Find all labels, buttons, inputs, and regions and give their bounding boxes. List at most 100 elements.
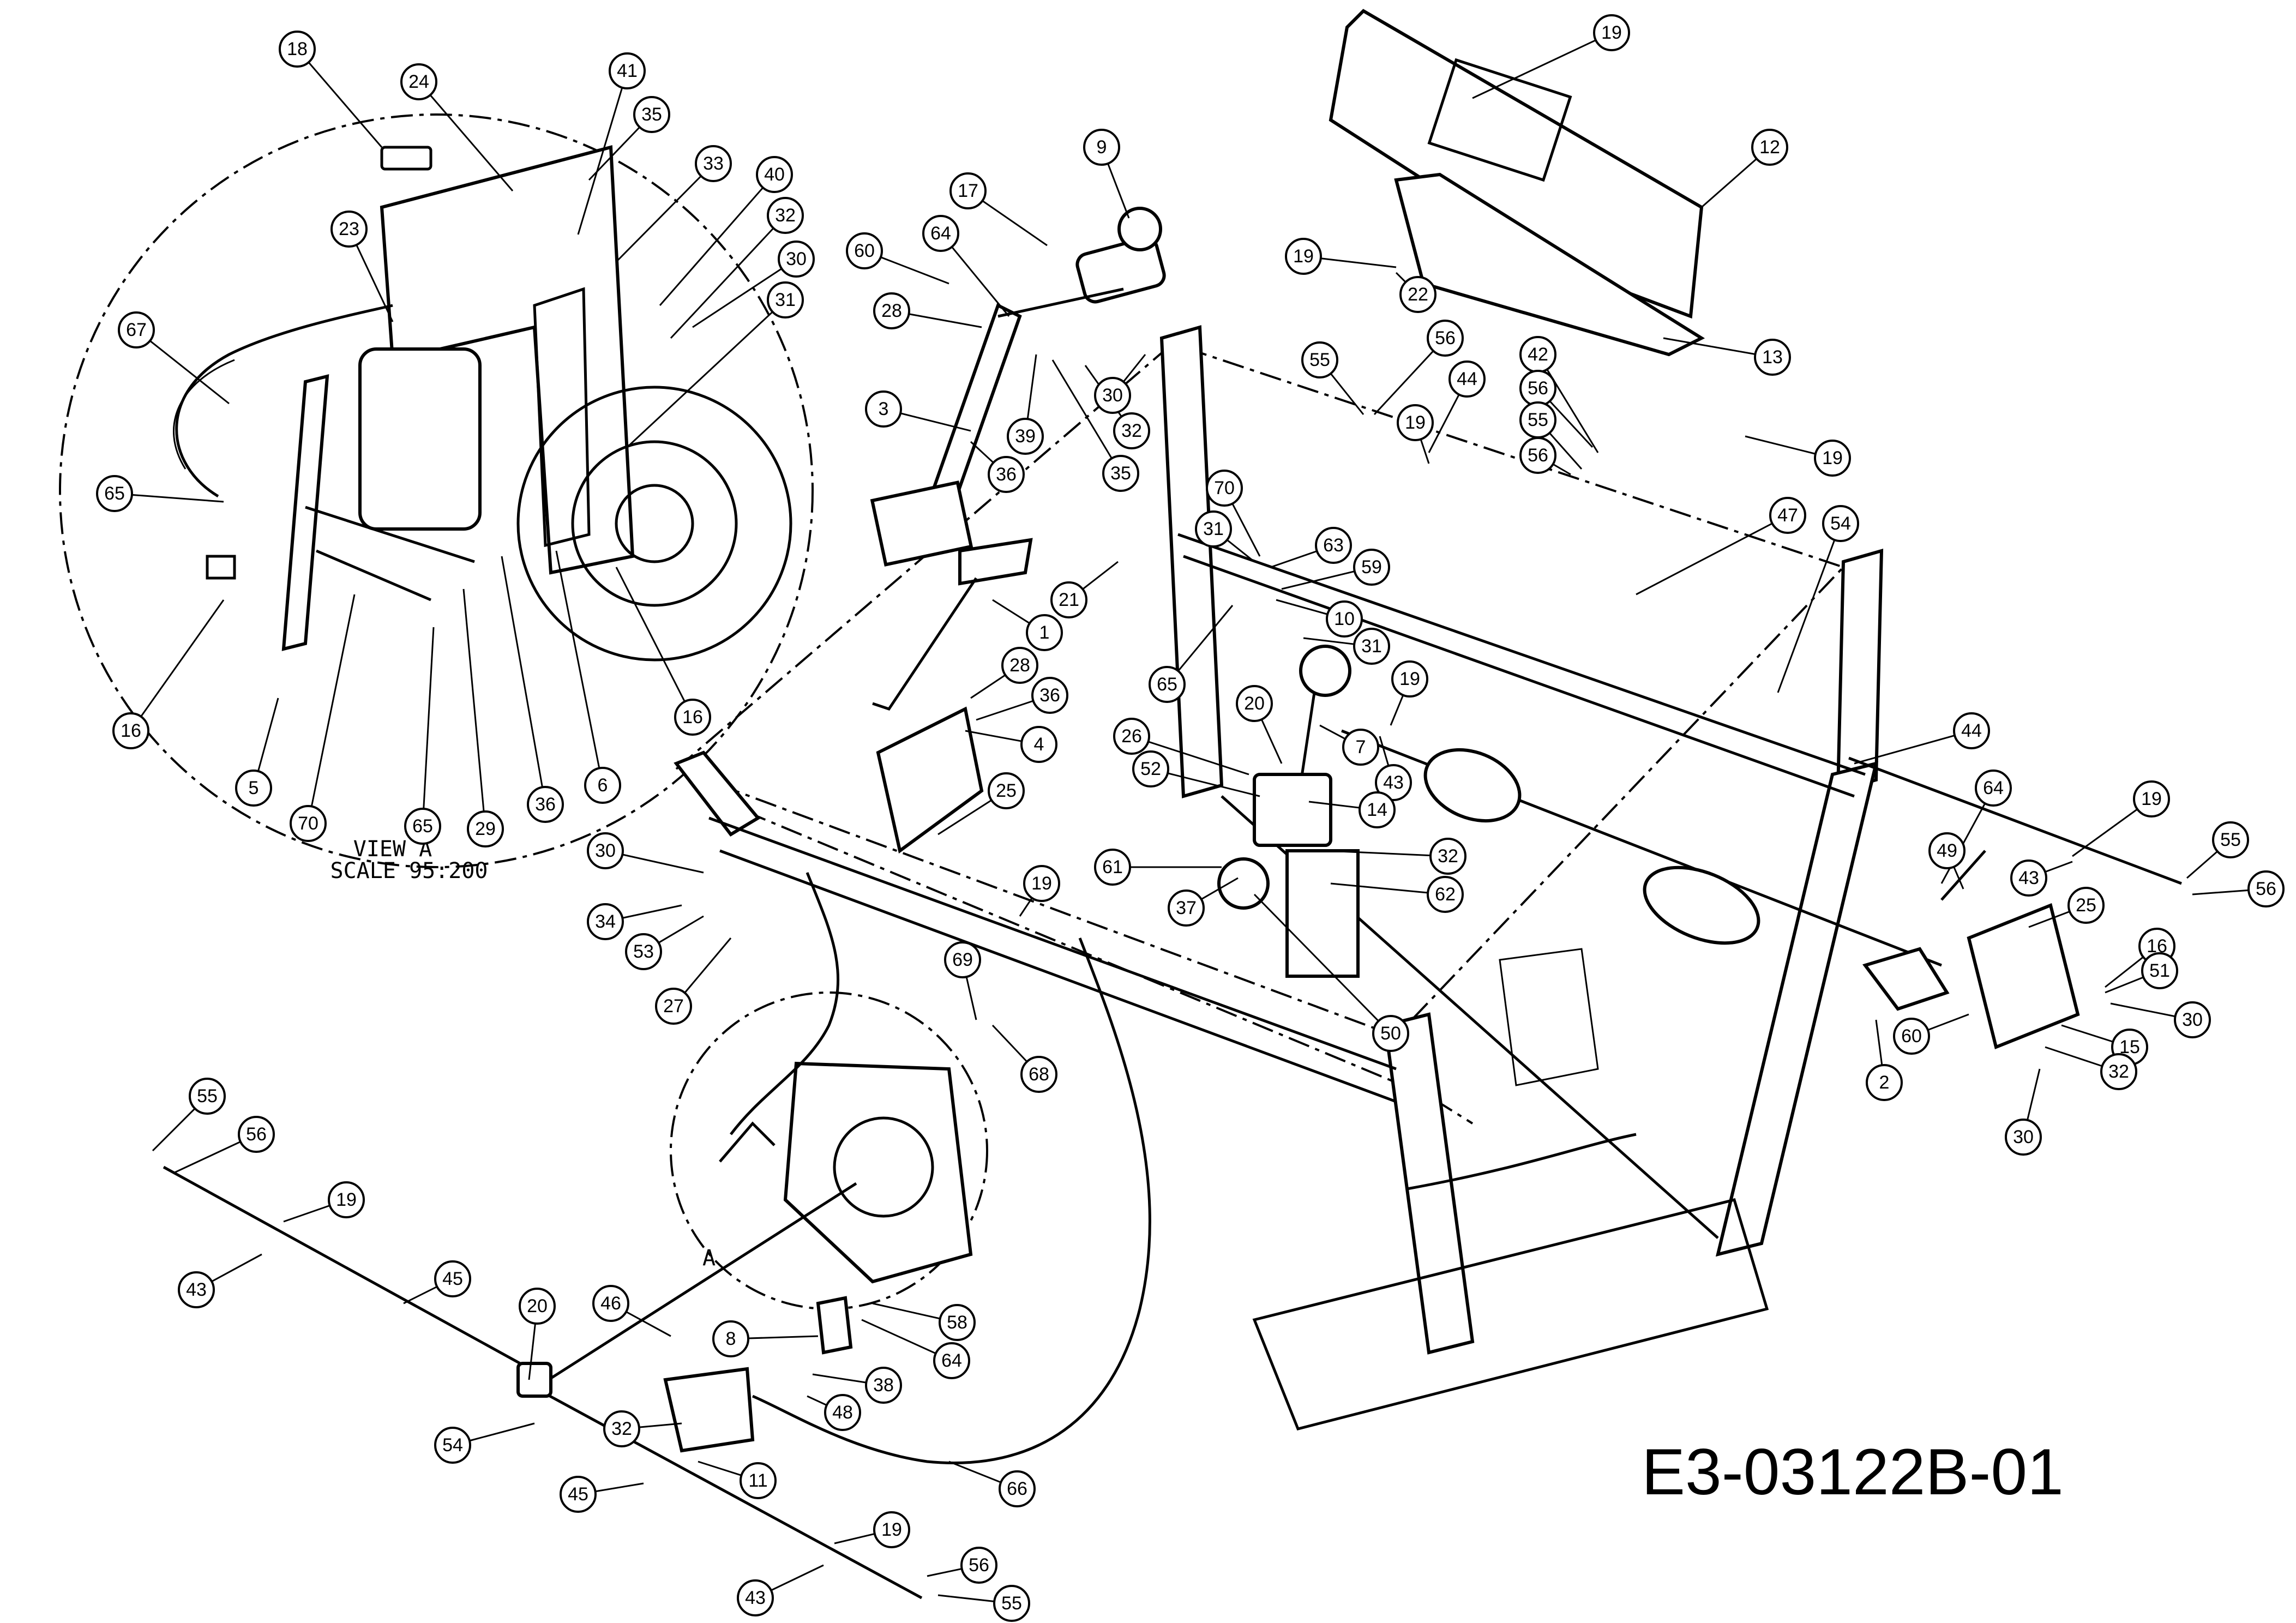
diagram-code: E3-03122B-01 bbox=[1642, 1435, 2064, 1508]
callout-22: 22 bbox=[1395, 272, 1436, 313]
callout-number: 9 bbox=[1097, 137, 1107, 158]
callout-bubble bbox=[1769, 497, 1806, 534]
callout-number: 42 bbox=[1528, 344, 1548, 365]
callout-15: 15 bbox=[2061, 1024, 2148, 1066]
callout-leader bbox=[131, 494, 224, 503]
callout-number: 13 bbox=[1762, 347, 1783, 368]
callout-number: 24 bbox=[408, 71, 429, 92]
callout-number: 45 bbox=[568, 1484, 588, 1505]
callout-number: 56 bbox=[1528, 378, 1548, 399]
callout-leader bbox=[1420, 438, 1430, 464]
callout-number: 64 bbox=[1983, 778, 2004, 798]
callout-leader bbox=[639, 1422, 682, 1428]
callout-bubble bbox=[2133, 780, 2170, 817]
callout-leader bbox=[812, 1373, 867, 1384]
callout-leader bbox=[951, 246, 1010, 317]
callout-19: 19 bbox=[1397, 404, 1434, 464]
callout-bubble bbox=[1814, 440, 1851, 477]
callout-number: 34 bbox=[595, 911, 616, 932]
callout-leader bbox=[356, 244, 394, 322]
callout-55: 55 bbox=[1301, 341, 1365, 415]
callout-bubble bbox=[1007, 418, 1044, 455]
callout-31: 31 bbox=[1303, 628, 1390, 665]
callout-bubble bbox=[434, 1260, 471, 1297]
callout-leader bbox=[1147, 741, 1249, 776]
callout-54: 54 bbox=[434, 1422, 535, 1464]
callout-number: 17 bbox=[958, 181, 978, 201]
callout-leader bbox=[1107, 163, 1130, 219]
callout-number: 58 bbox=[947, 1312, 967, 1333]
callout-bubble bbox=[1050, 581, 1087, 618]
callout-leader bbox=[1330, 882, 1428, 894]
callout-number: 48 bbox=[832, 1402, 853, 1423]
callout-bubble bbox=[467, 810, 504, 847]
callout-bubble bbox=[1754, 339, 1791, 376]
callout-bubble bbox=[933, 1342, 970, 1379]
callout-leader bbox=[1330, 373, 1365, 415]
callout-leader bbox=[308, 62, 383, 148]
callout-55: 55 bbox=[1519, 401, 1583, 470]
callout-34: 34 bbox=[587, 903, 682, 940]
callout-56: 56 bbox=[927, 1547, 997, 1584]
callout-bubble bbox=[1206, 470, 1243, 507]
callout-bubble bbox=[603, 1410, 640, 1447]
callout-bubble bbox=[1083, 129, 1120, 166]
right-brake-caliper bbox=[1862, 850, 2080, 1050]
callout-bubble bbox=[1195, 510, 1232, 548]
callout-6: 6 bbox=[555, 550, 621, 804]
callout-number: 23 bbox=[339, 219, 359, 239]
callout-bubble bbox=[1928, 832, 1966, 869]
callout-bubble bbox=[1149, 666, 1186, 703]
callout-42: 42 bbox=[1519, 336, 1599, 453]
callout-bubble bbox=[328, 1181, 365, 1218]
callout-leader bbox=[970, 674, 1006, 699]
callout-number: 65 bbox=[412, 816, 433, 837]
callout-leader bbox=[982, 200, 1048, 247]
callout-bubble bbox=[1953, 712, 1990, 749]
callout-bubble bbox=[944, 941, 981, 978]
callout-number: 21 bbox=[1059, 590, 1079, 610]
callout-number: 60 bbox=[1901, 1026, 1922, 1047]
callout-leader bbox=[2072, 808, 2138, 857]
callout-leader bbox=[1472, 39, 1596, 99]
callout-number: 19 bbox=[1031, 873, 1052, 894]
callout-number: 12 bbox=[1759, 137, 1780, 158]
callout-23: 23 bbox=[330, 211, 394, 322]
callout-19: 19 bbox=[2072, 780, 2170, 857]
callout-number: 30 bbox=[2182, 1009, 2203, 1030]
callout-leader bbox=[1390, 695, 1404, 726]
callout-30: 30 bbox=[2005, 1068, 2042, 1156]
callout-number: 26 bbox=[1121, 726, 1142, 747]
callout-leader bbox=[622, 853, 704, 874]
callout-number: 27 bbox=[663, 996, 684, 1017]
callout-number: 55 bbox=[2220, 829, 2241, 850]
callout-13: 13 bbox=[1663, 337, 1791, 376]
callout-70: 70 bbox=[1206, 470, 1261, 557]
callout-number: 47 bbox=[1777, 505, 1798, 526]
callout-leader bbox=[880, 256, 949, 285]
callout-18: 18 bbox=[279, 31, 383, 148]
callout-leader bbox=[1122, 354, 1146, 382]
callout-56: 56 bbox=[1519, 437, 1571, 476]
callout-number: 22 bbox=[1408, 284, 1428, 305]
brake-pedal-assembly bbox=[870, 207, 1166, 567]
callout-bubble bbox=[609, 52, 646, 89]
callout-leader bbox=[1281, 570, 1355, 590]
callout-30: 30 bbox=[1094, 354, 1146, 414]
callout-bubble bbox=[1020, 1056, 1057, 1093]
drive-shaft bbox=[1341, 729, 1942, 967]
callout-bubble bbox=[1001, 647, 1038, 684]
callout-bubble bbox=[1822, 505, 1859, 542]
callout-number: 61 bbox=[1102, 857, 1123, 877]
callout-bubble bbox=[625, 933, 662, 970]
callout-bubble bbox=[1353, 549, 1390, 586]
callout-59: 59 bbox=[1281, 549, 1390, 590]
callout-19: 19 bbox=[1472, 14, 1630, 99]
brake-cable bbox=[752, 937, 1151, 1465]
callout-35: 35 bbox=[1051, 359, 1139, 492]
callout-leader bbox=[1253, 893, 1379, 1022]
callout-leader bbox=[1177, 605, 1234, 672]
callout-32: 32 bbox=[1325, 838, 1466, 875]
callout-4: 4 bbox=[965, 726, 1057, 763]
callout-32: 32 bbox=[2045, 1046, 2137, 1090]
